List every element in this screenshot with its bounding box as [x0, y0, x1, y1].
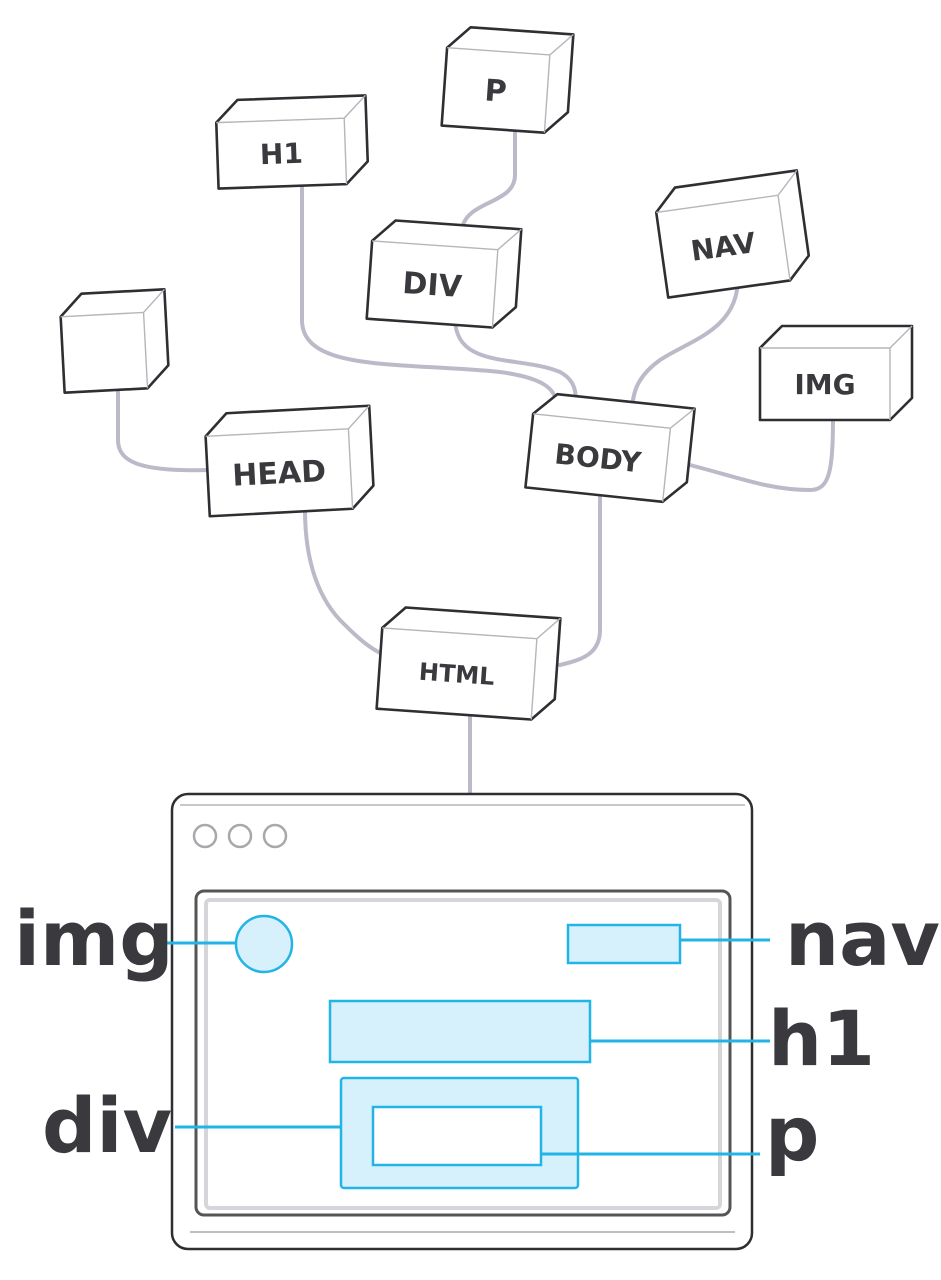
connector-h1-body [300, 183, 558, 404]
div-annotation-label: div [42, 1081, 172, 1170]
blank-node [59, 288, 170, 394]
html-node: HTML [375, 606, 562, 721]
img-element-shape [234, 914, 294, 974]
connector-head-html [303, 508, 387, 657]
connector-head-blank [116, 373, 212, 473]
p-node: P [440, 25, 575, 135]
head-node: HEAD [204, 404, 375, 518]
p-element-shape [371, 1105, 543, 1167]
nav-node: NAV [654, 169, 811, 299]
p-node-label: P [483, 73, 507, 109]
html-node-label: HTML [418, 658, 495, 691]
img-annotation-label: img [14, 894, 174, 983]
close-dot-icon[interactable] [192, 823, 218, 849]
element-annotations: img nav h1 div p [14, 894, 940, 1190]
connector-p-div [460, 123, 517, 232]
body-node: BODY [524, 392, 696, 504]
viewport-inner-edge [204, 898, 722, 1210]
head-node-label: HEAD [231, 454, 326, 494]
h1-element-shape [328, 999, 592, 1064]
div-node: DIV [365, 219, 523, 329]
tree-connectors [116, 123, 835, 798]
nav-annotation-label: nav [785, 894, 940, 983]
connector-nav-body [630, 276, 740, 412]
img-node: IMG [758, 324, 914, 422]
nav-element-shape [566, 923, 682, 965]
div-node-label: DIV [401, 266, 463, 305]
connector-body-html [558, 488, 602, 667]
p-annotation-label: p [765, 1089, 819, 1178]
h1-node: H1 [214, 94, 370, 190]
h1-annotation-label: h1 [768, 994, 875, 1083]
img-node-label: IMG [794, 368, 855, 401]
connector-img-body [688, 413, 835, 493]
connector-div-body [453, 316, 578, 404]
h1-node-label: H1 [259, 137, 303, 171]
minimize-dot-icon[interactable] [227, 823, 253, 849]
maximize-dot-icon[interactable] [262, 823, 288, 849]
